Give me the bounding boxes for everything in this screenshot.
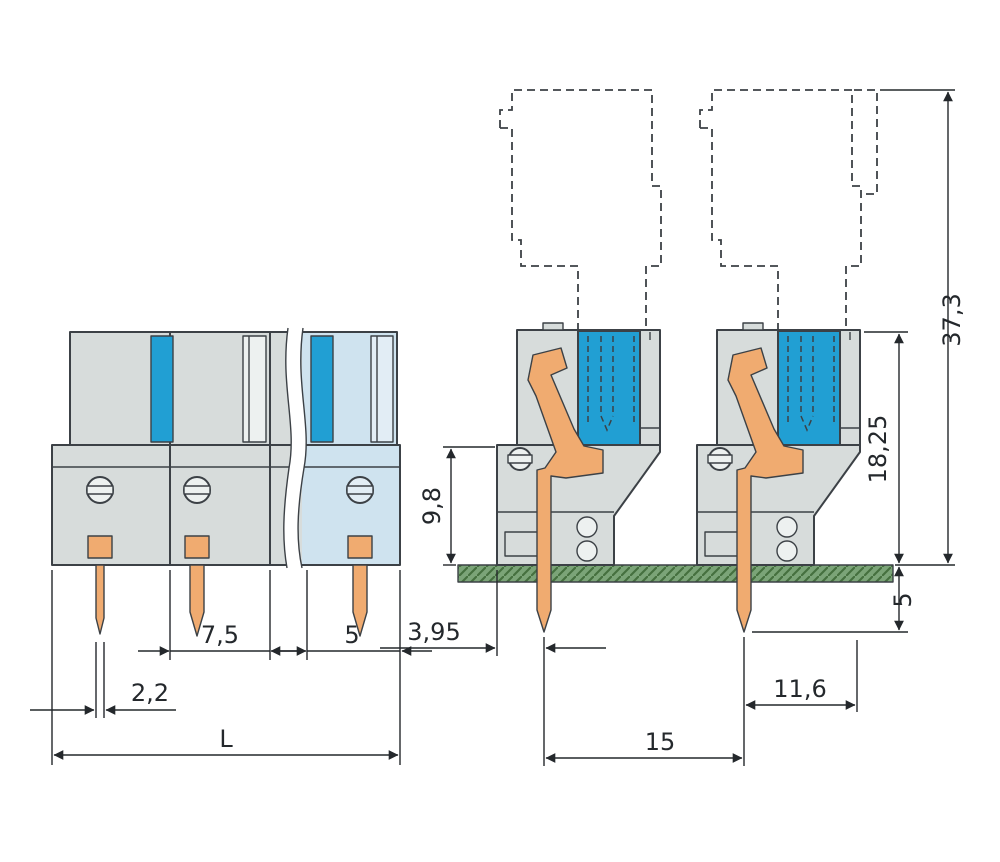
pin-base-3 — [347, 535, 373, 559]
dimension-last-pole: 5 — [277, 621, 432, 656]
side-dimensions: 9,8 3,95 15 11,6 5 — [380, 89, 966, 766]
hidden-pin-tip — [600, 415, 614, 432]
dimension-overall-length-label: L — [219, 725, 233, 753]
dimension-row-pitch-label: 15 — [645, 728, 676, 756]
latch-circle-lower — [576, 540, 598, 562]
dimension-pin-protrusion-label: 5 — [889, 592, 917, 607]
pcb-hatch — [458, 565, 893, 582]
dimension-pin-width: 2,2 — [30, 679, 176, 715]
screw-slot — [86, 485, 114, 495]
screw-hole-3 — [346, 476, 374, 504]
contact-spring-and-pin — [527, 347, 604, 633]
lever-slot-blue-1 — [150, 335, 174, 443]
side-view — [457, 89, 894, 633]
solder-pin-1 — [95, 564, 105, 635]
dimension-pin-width-label: 2,2 — [131, 679, 169, 707]
lever-slot-open-1 — [242, 335, 267, 443]
hidden-mating-pin — [587, 336, 635, 432]
dimension-total-height: 37,3 — [880, 89, 966, 564]
plug-outline-right-extension — [854, 89, 878, 195]
dimension-last-pole-label: 5 — [344, 621, 359, 649]
latch-circle-upper — [576, 516, 598, 538]
housing-top-outline — [69, 331, 398, 445]
pin-base-2 — [184, 535, 210, 559]
dimension-lower-depth-label: 9,8 — [418, 487, 446, 525]
break-gap — [283, 328, 307, 568]
plug-outline-right — [499, 89, 662, 331]
dimension-height-above-board-label: 18,25 — [864, 415, 892, 484]
housing-top-tab — [542, 322, 564, 331]
dimension-pin-protrusion: 5 — [752, 564, 955, 633]
lever-slot-blue-2 — [310, 335, 334, 443]
dimension-pin-to-face: 3,95 — [380, 570, 606, 766]
mounting-hole-slot — [507, 454, 533, 464]
lever-slot-open-2 — [370, 335, 394, 443]
screw-slot — [346, 485, 374, 495]
dimension-row-pitch: 15 — [545, 637, 745, 766]
connector-profile-2 — [696, 89, 862, 633]
dimension-pitch: 7,5 — [138, 621, 302, 656]
mating-plug-outline — [499, 89, 662, 331]
dimension-pin-to-back: 11,6 — [745, 640, 858, 712]
break-line-right — [297, 327, 307, 569]
dimension-lower-depth: 9,8 — [418, 446, 495, 566]
break-line-left — [283, 327, 292, 569]
screw-hole-2 — [183, 476, 211, 504]
dimension-pin-to-back-label: 11,6 — [773, 675, 826, 703]
pcb-outline — [457, 564, 894, 583]
connector-profile — [496, 89, 662, 633]
screw-slot — [183, 485, 211, 495]
solder-pin-2 — [189, 564, 205, 637]
housing-bottom-outline — [51, 444, 401, 566]
dimension-pitch-label: 7,5 — [201, 621, 239, 649]
pcb — [457, 564, 894, 583]
dimension-total-height-label: 37,3 — [938, 293, 966, 346]
front-view — [51, 327, 401, 637]
dimension-overall-length: L — [53, 725, 399, 760]
dimension-pin-to-face-label: 3,95 — [407, 618, 460, 646]
solder-pin-3 — [352, 564, 368, 637]
plug-outline-left — [500, 127, 579, 331]
front-dimensions: 7,5 5 2,2 L — [30, 570, 432, 765]
screw-hole-1 — [86, 476, 114, 504]
pin-base-1 — [87, 535, 113, 559]
dimension-height-above-board: 18,25 — [864, 331, 908, 564]
